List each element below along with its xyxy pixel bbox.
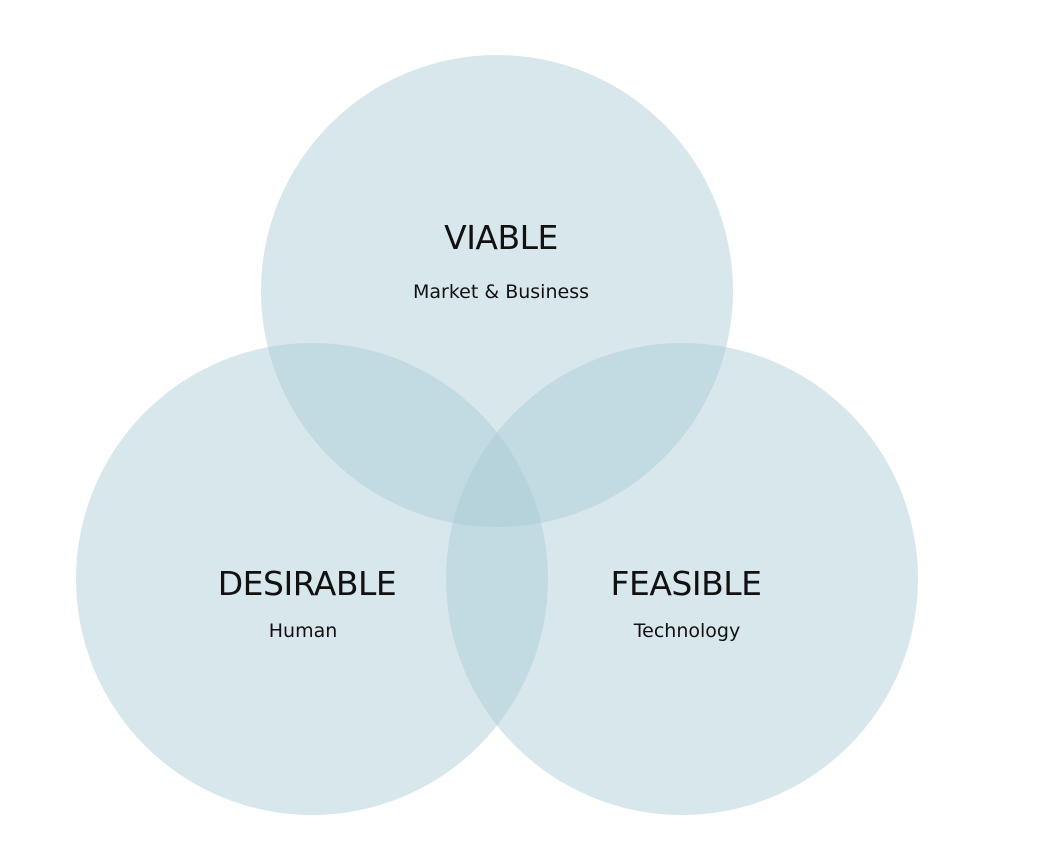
circle-viable bbox=[261, 55, 733, 527]
feasible-subtitle: Technology bbox=[633, 620, 741, 642]
desirable-title: DESIRABLE bbox=[217, 564, 397, 603]
circle-desirable bbox=[76, 343, 548, 815]
feasible-title: FEASIBLE bbox=[610, 564, 762, 603]
circle-feasible bbox=[446, 343, 918, 815]
viable-title: VIABLE bbox=[444, 218, 558, 257]
desirable-subtitle: Human bbox=[268, 620, 338, 642]
viable-subtitle: Market & Business bbox=[413, 281, 589, 303]
